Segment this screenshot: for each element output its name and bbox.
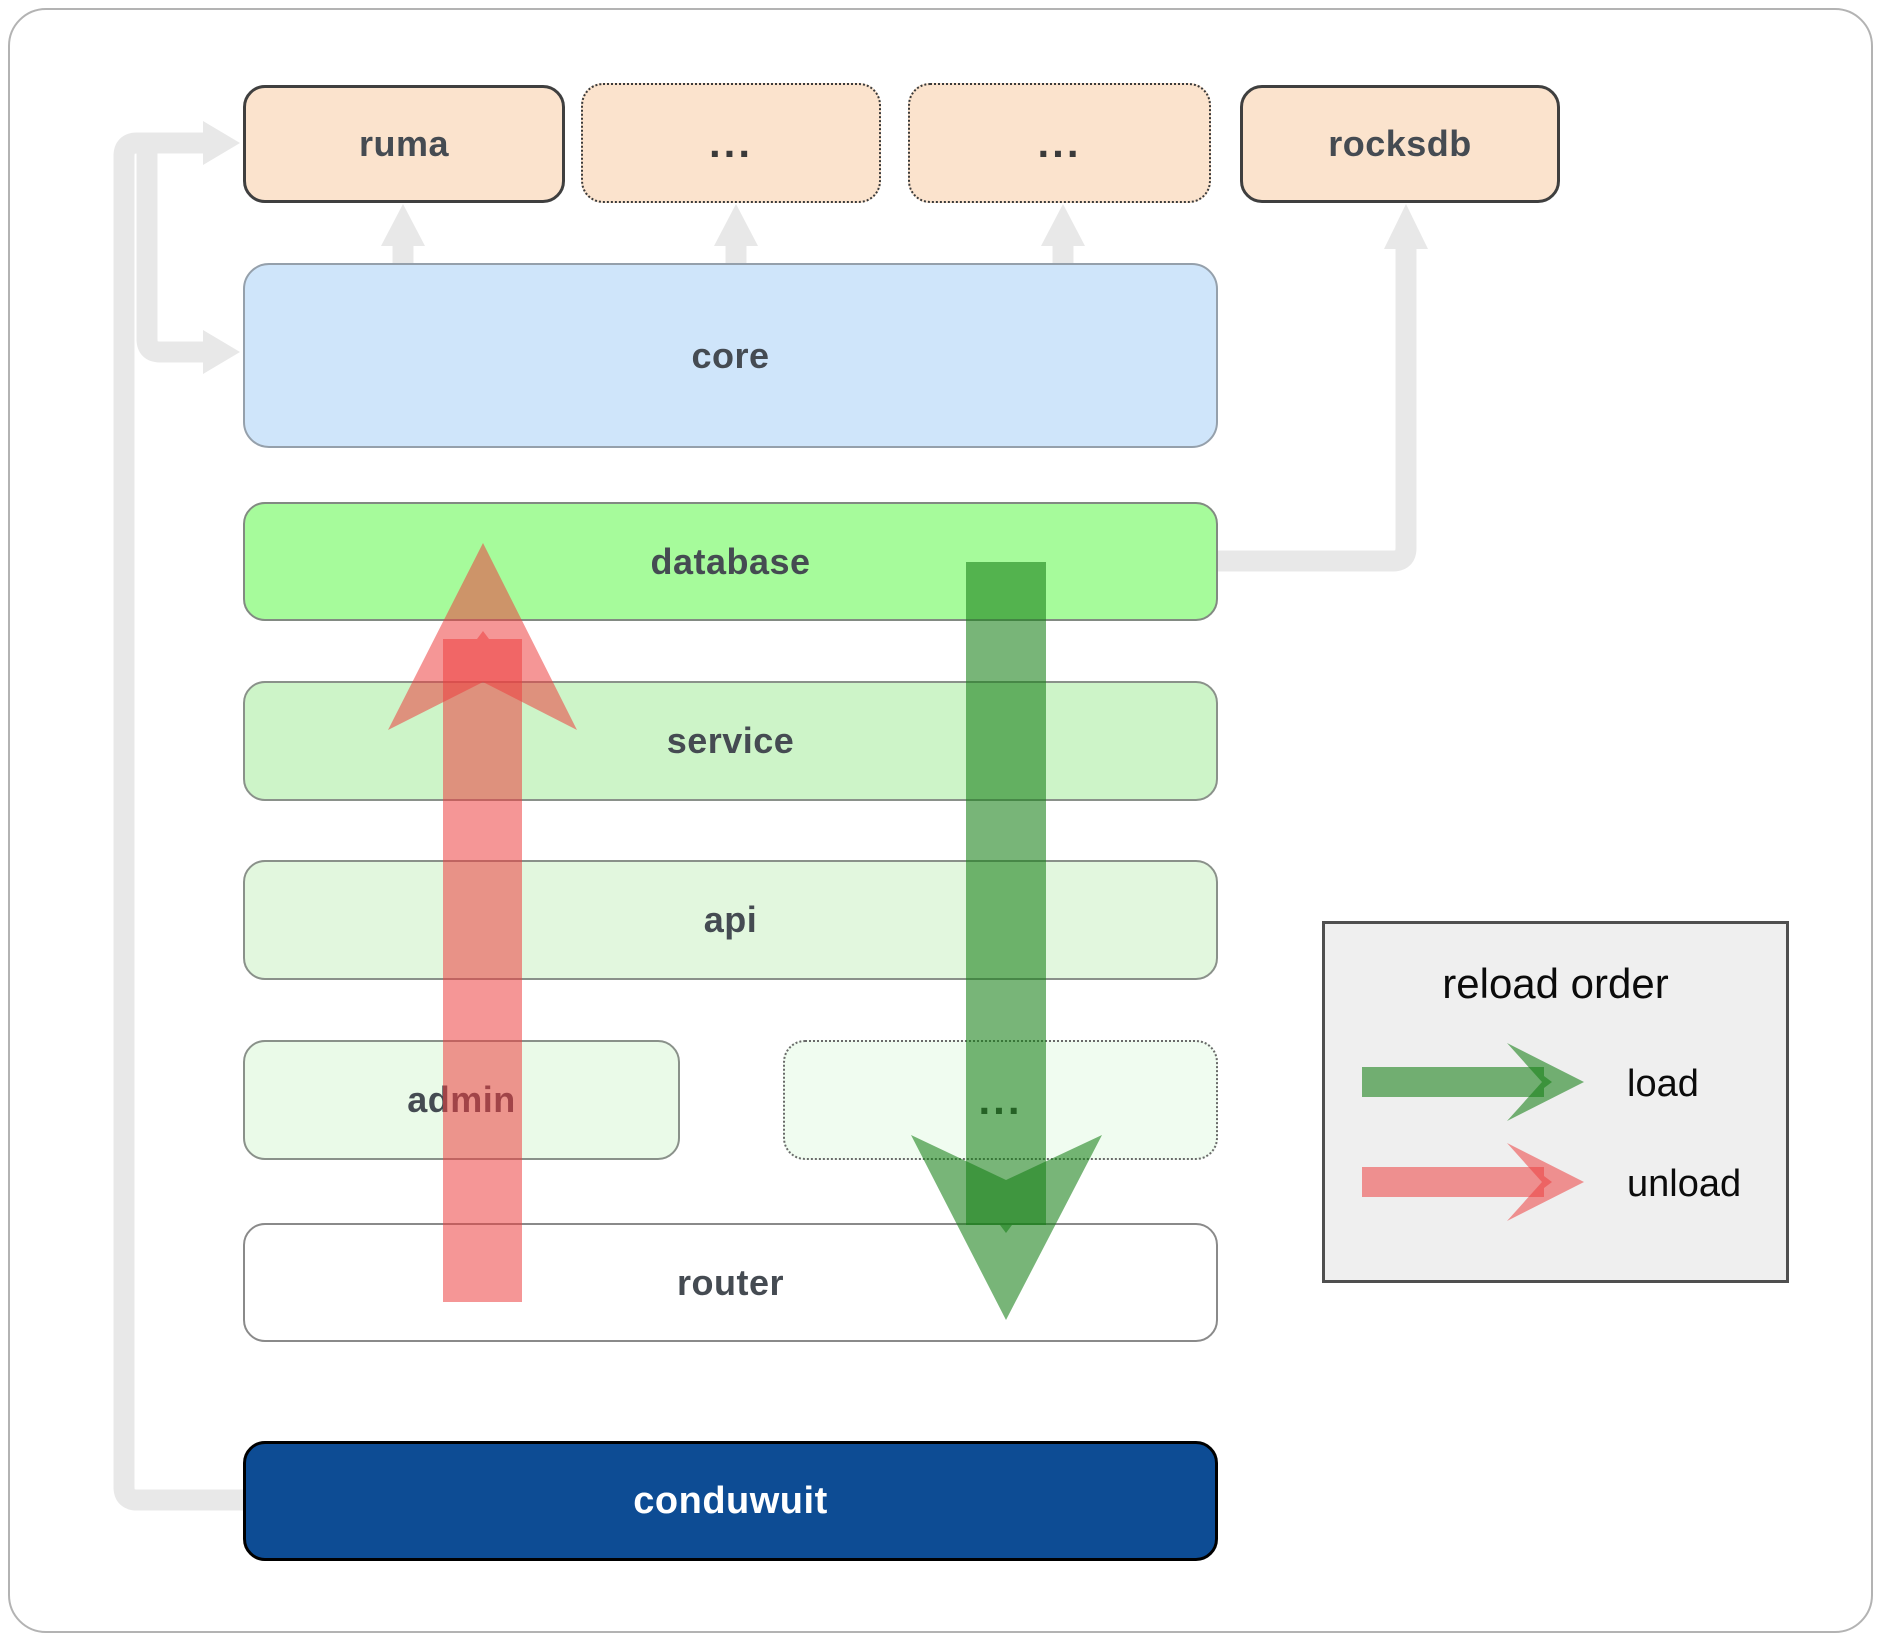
node-ruma: ruma (243, 85, 565, 203)
node-database-label: database (650, 540, 811, 582)
node-core: core (243, 263, 1218, 448)
node-router: router (243, 1223, 1218, 1342)
legend-unload-label: unload (1627, 1163, 1742, 1205)
node-rocksdb-label: rocksdb (1328, 123, 1472, 164)
node-conduwuit: conduwuit (243, 1441, 1218, 1561)
node-service: service (243, 681, 1218, 801)
node-admin: admin (243, 1040, 680, 1160)
outer-frame (8, 8, 1873, 1633)
node-router-label: router (676, 1261, 784, 1303)
node-database: database (243, 502, 1218, 621)
node-conduwuit-label: conduwuit (633, 1479, 828, 1522)
legend-reload-order: reload order load unload (1322, 921, 1789, 1283)
node-api-label: api (703, 899, 758, 940)
node-api: api (243, 860, 1218, 980)
node-ruma-label: ruma (358, 123, 450, 164)
node-rocksdb: rocksdb (1240, 85, 1560, 203)
node-ellipsis-top-2: ... (908, 83, 1211, 203)
node-ellipsis-top-1: ... (581, 83, 881, 203)
legend-load-label: load (1627, 1063, 1699, 1105)
node-ellipsis-top-2-label: ... (1037, 119, 1082, 166)
node-ellipsis-top-1-label: ... (708, 119, 753, 166)
legend-title: reload order (1442, 960, 1669, 1007)
node-admin-label: admin (407, 1079, 516, 1120)
node-ellipsis-bottom-label: ... (978, 1076, 1023, 1123)
node-ellipsis-bottom: ... (783, 1040, 1218, 1160)
node-service-label: service (666, 720, 795, 761)
node-core-label: core (691, 334, 770, 376)
